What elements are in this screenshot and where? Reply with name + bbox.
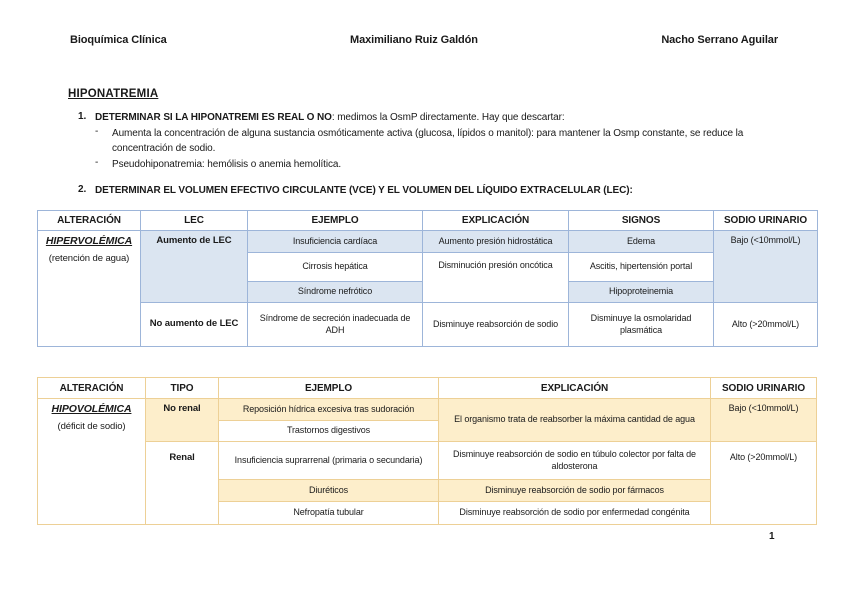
col-header-explicacion: EXPLICACIÓN: [438, 377, 711, 399]
bullet-dash: -: [95, 157, 99, 168]
alteracion-title: HIPERVOLÉMICA: [45, 235, 133, 247]
list-item-2-number: 2.: [78, 184, 87, 195]
table-row: Nefropatía tubular Disminuye reabsorción…: [38, 501, 817, 525]
list-item-1-rest: : medimos la OsmP directamente. Hay que …: [331, 112, 565, 123]
col-header-alteracion: ALTERACIÓN: [37, 210, 141, 231]
bullet-item: - Aumenta la concentración de alguna sus…: [95, 126, 848, 156]
table-row: No aumento de LEC Síndrome de secreción …: [38, 302, 818, 347]
table-lec-header-row: ALTERACIÓN LEC EJEMPLO EXPLICACIÓN SIGNO…: [37, 210, 818, 231]
col-header-ejemplo: EJEMPLO: [247, 210, 423, 231]
cell-signos: Edema: [568, 230, 714, 253]
bullet-text: Pseudohiponatremia: hemólisis o anemia h…: [112, 159, 342, 170]
list-item-1-bold: DETERMINAR SI LA HIPONATREMI ES REAL O N…: [95, 112, 332, 123]
list-item-1-number: 1.: [78, 111, 87, 122]
cell-sodio-bajo: Bajo (<10mmol/L): [713, 230, 818, 303]
cell-ejemplo: Nefropatía tubular: [218, 501, 439, 525]
col-header-tipo: TIPO: [145, 377, 219, 399]
bullet-item: - Pseudohiponatremia: hemólisis o anemia…: [95, 157, 848, 172]
list-item-2: 2. DETERMINAR EL VOLUMEN EFECTIVO CIRCUL…: [78, 184, 848, 198]
cell-ejemplo: Síndrome nefrótico: [247, 281, 423, 303]
numbered-list: 1. DETERMINAR SI LA HIPONATREMI ES REAL …: [0, 111, 848, 198]
header-author-2: Nacho Serrano Aguilar: [661, 34, 778, 46]
list-item-2-text: DETERMINAR EL VOLUMEN EFECTIVO CIRCULANT…: [95, 185, 633, 196]
cell-explicacion: Aumento presión hidrostática: [422, 230, 569, 253]
col-header-sodio-urinario: SODIO URINARIO: [713, 210, 818, 231]
page-title: HIPONATREMIA: [68, 88, 159, 100]
cell-ejemplo: Trastornos digestivos: [218, 420, 439, 442]
bullet-text: Aumenta la concentración de alguna susta…: [112, 128, 744, 154]
cell-ejemplo: Insuficiencia cardíaca: [247, 230, 423, 253]
alteracion-subtitle: (déficit de sodio): [57, 420, 126, 432]
list-item-1-text: DETERMINAR SI LA HIPONATREMI ES REAL O N…: [95, 111, 801, 125]
cell-explicacion: Disminuye reabsorción de sodio en túbulo…: [438, 441, 711, 480]
table-row: Cirrosis hepática Disminución presión on…: [38, 252, 818, 303]
cell-explicacion: Disminuye reabsorción de sodio por enfer…: [438, 501, 711, 525]
cell-lec-aumento: Aumento de LEC: [140, 230, 248, 303]
col-header-sodio-urinario: SODIO URINARIO: [710, 377, 817, 399]
document-header: Bioquímica Clínica Maximiliano Ruiz Gald…: [0, 0, 848, 46]
alteracion-title: HIPOVOLÉMICA: [51, 403, 132, 415]
cell-signos: Ascitis, hipertensión portal: [568, 252, 714, 282]
col-header-signos: SIGNOS: [568, 210, 714, 231]
cell-alteracion-hipervolemica: HIPERVOLÉMICA (retención de agua): [37, 230, 141, 347]
cell-ejemplo: Reposición hídrica excesiva tras sudorac…: [218, 398, 439, 421]
cell-explicacion: El organismo trata de reabsorber la máxi…: [438, 398, 711, 442]
table-lec: ALTERACIÓN LEC EJEMPLO EXPLICACIÓN SIGNO…: [37, 210, 818, 347]
cell-alteracion-hipovolemica: HIPOVOLÉMICA (déficit de sodio): [37, 398, 146, 525]
table-row: Diuréticos Disminuye reabsorción de sodi…: [38, 479, 817, 502]
header-course: Bioquímica Clínica: [70, 34, 167, 46]
table-row: HIPOVOLÉMICA (déficit de sodio) No renal…: [37, 398, 817, 525]
cell-tipo-no-renal: No renal: [145, 398, 219, 442]
col-header-explicacion: EXPLICACIÓN: [422, 210, 569, 231]
table-row: Renal Insuficiencia suprarrenal (primari…: [38, 441, 817, 525]
table-tipo: ALTERACIÓN TIPO EJEMPLO EXPLICACIÓN SODI…: [37, 377, 817, 525]
cell-ejemplo: Síndrome de secreción inadecuada de ADH: [247, 302, 423, 347]
cell-explicacion: Disminución presión oncótica: [422, 252, 569, 303]
table-row: HIPERVOLÉMICA (retención de agua) Aument…: [37, 230, 818, 347]
col-header-lec: LEC: [140, 210, 248, 231]
cell-explicacion: Disminuye reabsorción de sodio por fárma…: [438, 479, 711, 502]
cell-lec-no-aumento: No aumento de LEC: [140, 302, 248, 347]
cell-tipo-renal: Renal: [145, 441, 219, 525]
cell-signos: Hipoproteinemia: [568, 281, 714, 303]
cell-ejemplo: Diuréticos: [218, 479, 439, 502]
table-tipo-header-row: ALTERACIÓN TIPO EJEMPLO EXPLICACIÓN SODI…: [37, 377, 817, 399]
cell-explicacion: Disminuye reabsorción de sodio: [422, 302, 569, 347]
cell-sodio-alto: Alto (>20mmol/L): [710, 441, 817, 525]
col-header-alteracion: ALTERACIÓN: [37, 377, 146, 399]
header-author-1: Maximiliano Ruiz Galdón: [350, 34, 478, 46]
cell-sodio-bajo: Bajo (<10mmol/L): [710, 398, 817, 442]
cell-signos: Disminuye la osmolaridad plasmática: [568, 302, 714, 347]
sub-bullets: - Aumenta la concentración de alguna sus…: [95, 126, 848, 172]
list-item-1: 1. DETERMINAR SI LA HIPONATREMI ES REAL …: [78, 111, 848, 125]
col-header-ejemplo: EJEMPLO: [218, 377, 439, 399]
cell-ejemplo: Cirrosis hepática: [247, 252, 423, 282]
alteracion-subtitle: (retención de agua): [48, 252, 130, 264]
cell-sodio-alto: Alto (>20mmol/L): [713, 302, 818, 347]
page-number: 1: [769, 531, 775, 542]
cell-ejemplo: Insuficiencia suprarrenal (primaria o se…: [218, 441, 439, 480]
bullet-dash: -: [95, 126, 99, 137]
